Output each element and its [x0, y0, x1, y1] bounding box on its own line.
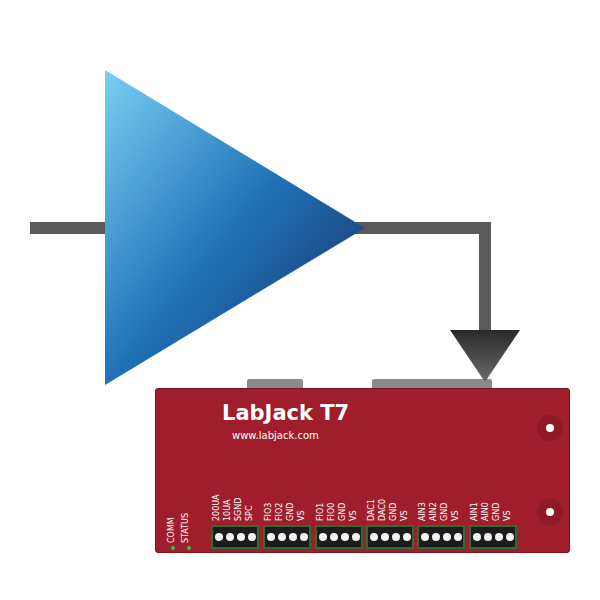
device-url: www.labjack.com [232, 430, 319, 441]
pin-label: AIN0 [481, 502, 491, 521]
terminal-block [417, 525, 465, 549]
terminal-screw [278, 533, 286, 541]
pin-label: FIO0 [327, 503, 337, 521]
pin-label: GND [338, 503, 348, 521]
terminal-screw [484, 533, 492, 541]
led [187, 546, 191, 550]
terminal-screw [370, 533, 378, 541]
terminal-screw [443, 533, 451, 541]
terminal-screw [473, 533, 481, 541]
terminal-screw [341, 533, 349, 541]
terminal-block [315, 525, 363, 549]
pin-label: VS [451, 510, 461, 521]
pin-label: FIO3 [264, 503, 274, 521]
terminal-screw [381, 533, 389, 541]
terminal-screw [352, 533, 360, 541]
terminal-screw [289, 533, 297, 541]
terminal-block-body [471, 527, 515, 547]
pin-label: GND [440, 503, 450, 521]
pin-label: SPC [245, 506, 255, 522]
terminal-screw [248, 533, 256, 541]
terminal-screw [226, 533, 234, 541]
pin-label: GND [492, 503, 502, 521]
pin-label: 200UA [212, 494, 222, 521]
terminal-block [263, 525, 311, 549]
terminal-block-body [419, 527, 463, 547]
led [171, 546, 175, 550]
pin-label: FIO1 [316, 503, 326, 521]
pin-label: VS [349, 510, 359, 521]
mount-hole [546, 424, 554, 432]
pin-label: AIN3 [418, 502, 428, 521]
terminal-screw [421, 533, 429, 541]
terminal-block-body [368, 527, 412, 547]
terminal-screw [319, 533, 327, 541]
pin-label: DAC0 [378, 499, 388, 521]
terminal-screw [267, 533, 275, 541]
mount-ear [537, 415, 563, 441]
terminal-block-body [213, 527, 257, 547]
terminal-block-body [265, 527, 309, 547]
pin-label: AIN2 [429, 502, 439, 521]
mount-hole [546, 508, 554, 516]
terminal-block [469, 525, 517, 549]
amplifier-symbol [105, 70, 365, 385]
device-box: LabJack T7 www.labjack.com 200UA10UASGNDSP… [155, 388, 570, 553]
terminal-block-body [317, 527, 361, 547]
terminal-screw [495, 533, 503, 541]
output-wire [340, 228, 485, 332]
terminal-screw [432, 533, 440, 541]
pin-label: AIN1 [470, 502, 480, 521]
terminal-screw [392, 533, 400, 541]
terminal-screw [300, 533, 308, 541]
pin-label: VS [297, 510, 307, 521]
terminal-screw [506, 533, 514, 541]
mount-ear [537, 499, 563, 525]
device-details [155, 388, 570, 553]
arrow-head [450, 330, 520, 382]
terminal-block [366, 525, 414, 549]
pin-label: FIO2 [275, 503, 285, 521]
terminal-screw [454, 533, 462, 541]
pin-label: VS [400, 510, 410, 521]
terminal-screw [403, 533, 411, 541]
terminal-screw [330, 533, 338, 541]
led-label: STATUS [181, 513, 191, 543]
pin-label: VS [503, 510, 513, 521]
terminal-screw [237, 533, 245, 541]
terminal-screw [215, 533, 223, 541]
pin-label: DAC1 [367, 499, 377, 521]
pin-label: SGND [234, 498, 244, 521]
device-title: LabJack T7 [222, 401, 349, 425]
led-label: COMM [167, 517, 177, 543]
terminal-block [211, 525, 259, 549]
pin-label: GND [389, 503, 399, 521]
pin-label: GND [286, 503, 296, 521]
pin-label: 10UA [223, 499, 233, 521]
